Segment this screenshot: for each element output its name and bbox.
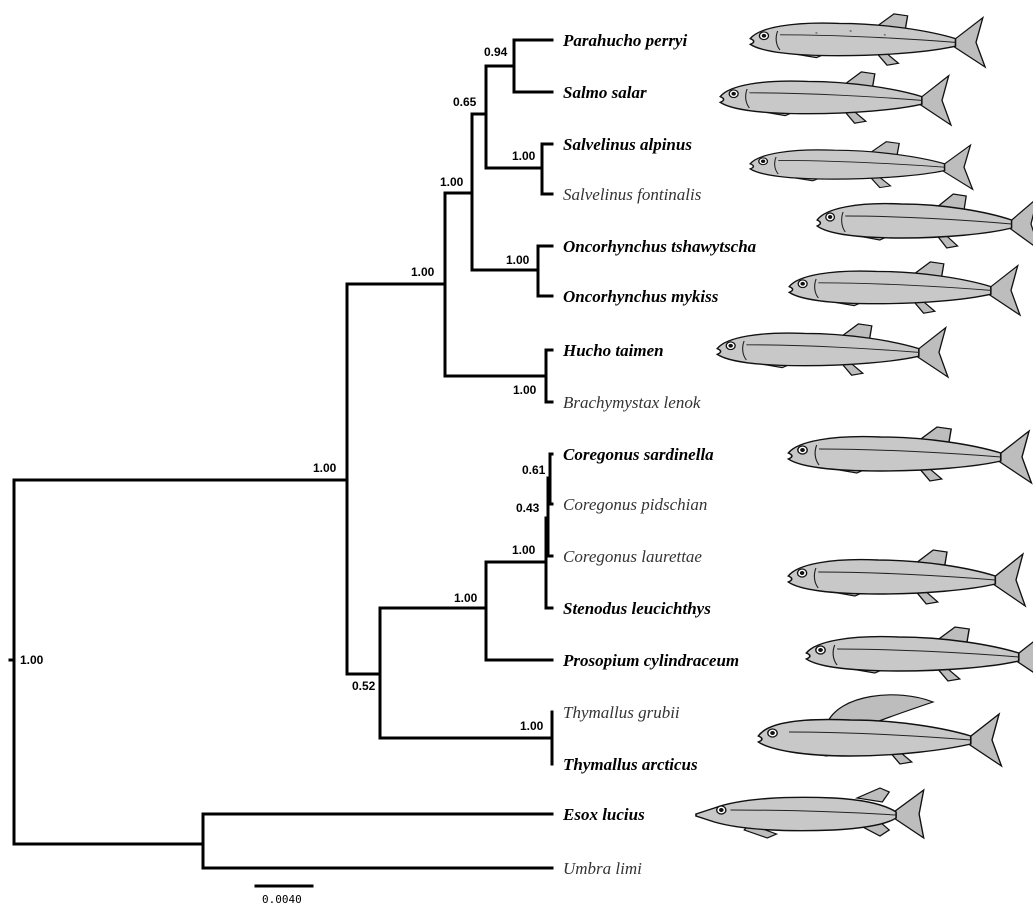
thymallus-fish-icon (758, 695, 1001, 766)
taxon-label: Esox lucius (562, 805, 645, 824)
taxon-labels: Parahucho perryi Salmo salar Salvelinus … (562, 31, 757, 878)
taxon-label: Prosopium cylindraceum (562, 651, 739, 670)
taxon-label: Salmo salar (563, 83, 647, 102)
stenodus-fish-icon (788, 550, 1025, 606)
taxon-label: Hucho taimen (562, 341, 664, 360)
hucho-fish-icon (717, 324, 948, 377)
tree-branches (10, 40, 552, 868)
coregonus-fish-icon (788, 427, 1031, 483)
taxon-label: Salvelinus fontinalis (563, 185, 702, 204)
support-value-thymallus: 1.00 (520, 719, 544, 733)
support-value-coregonus-sardinella: 0.61 (522, 463, 546, 477)
taxon-label: Stenodus leucichthys (563, 599, 711, 618)
support-values: 1.00 1.00 1.00 0.65 0.94 1.00 1.00 1.00 … (20, 45, 546, 733)
taxon-label: Parahucho perryi (562, 31, 687, 50)
taxon-label: Coregonus sardinella (563, 445, 714, 464)
oncorhynchus-mykiss-fish-icon (789, 262, 1020, 315)
taxon-label: Umbra limi (563, 859, 642, 878)
support-value-hucho-brachymystax: 1.00 (513, 383, 537, 397)
prosopium-fish-icon (806, 627, 1033, 683)
support-value-parahucho-salmo: 0.94 (484, 45, 508, 59)
taxon-label: Brachymystax lenok (563, 393, 701, 412)
fish-illustrations (696, 14, 1033, 838)
support-value-coregoninae-thymallinae: 0.52 (352, 679, 376, 693)
salmo-fish-icon (720, 72, 951, 125)
oncorhynchus-tshawytscha-fish-icon (817, 194, 1033, 250)
support-value-salvelinus-oncorhynchus: 1.00 (440, 175, 464, 189)
scale-bar: 0.0040 (256, 886, 312, 906)
taxon-label: Oncorhynchus mykiss (563, 287, 719, 306)
taxon-label: Thymallus arcticus (563, 755, 698, 774)
scale-bar-label: 0.0040 (262, 893, 302, 906)
support-value-root: 1.00 (20, 653, 44, 667)
salvelinus-fish-icon (750, 142, 972, 190)
support-value-salmo-salvelinus: 0.65 (453, 95, 477, 109)
taxon-label: Coregonus pidschian (563, 495, 707, 514)
support-value-salmoninae: 1.00 (411, 265, 435, 279)
support-value-coregonus-laurettae: 0.43 (516, 501, 540, 515)
taxon-label: Salvelinus alpinus (563, 135, 692, 154)
taxon-label: Thymallus grubii (563, 703, 680, 722)
taxon-label: Oncorhynchus tshawytscha (563, 237, 757, 256)
support-value-salmonidae: 1.00 (313, 461, 337, 475)
support-value-oncorhynchus: 1.00 (506, 253, 530, 267)
support-value-coregonus-stenodus: 1.00 (512, 543, 536, 557)
parahucho-fish-icon (750, 14, 985, 67)
support-value-salvelinus: 1.00 (512, 149, 536, 163)
esox-fish-icon (696, 788, 924, 838)
support-value-coregoninae: 1.00 (454, 591, 478, 605)
taxon-label: Coregonus laurettae (563, 547, 702, 566)
